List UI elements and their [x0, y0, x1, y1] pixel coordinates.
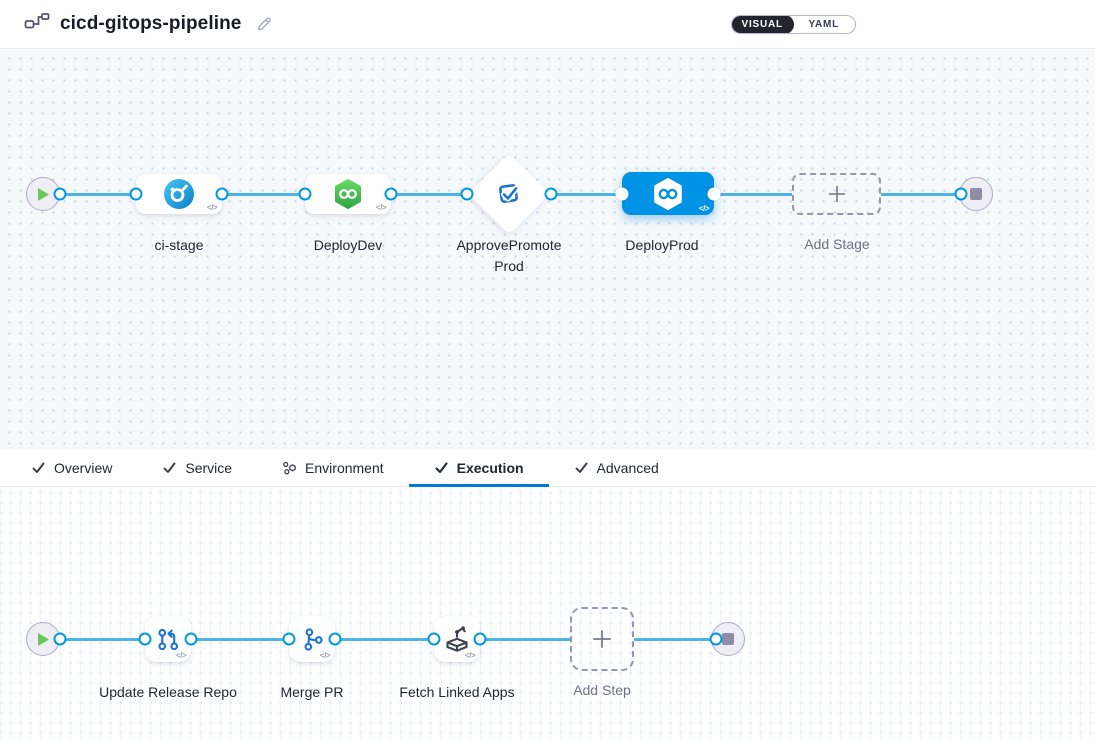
check-icon: [434, 460, 449, 475]
stage-label: DeployProd: [625, 237, 699, 253]
connector-dot: [954, 187, 968, 201]
environment-icon: [282, 460, 297, 475]
stage-graph-canvas[interactable]: </> </> </>: [0, 49, 1095, 449]
approval-check-icon: [499, 184, 519, 203]
connector-dot: [215, 187, 229, 201]
connector-line: [634, 637, 716, 641]
stop-icon: [970, 188, 982, 200]
connector-dot: [707, 187, 721, 201]
plus-icon: [593, 630, 611, 648]
connector-dot: [129, 187, 143, 201]
step-node-fetch-linked-apps[interactable]: </>: [434, 616, 480, 662]
execution-end-node: [711, 622, 745, 656]
tab-overview[interactable]: Overview: [6, 449, 137, 486]
tab-label: Environment: [305, 459, 384, 476]
connector-line: [551, 192, 622, 196]
stage-config-tabbar: Overview Service Environment Execution A…: [0, 449, 1095, 487]
connector-dot: [709, 632, 723, 646]
connector-dot: [615, 187, 629, 201]
check-icon: [162, 460, 177, 475]
connector-dot: [473, 632, 487, 646]
connector-dot: [427, 632, 441, 646]
pipeline-title: cicd-gitops-pipeline: [60, 13, 242, 34]
connector-dot: [298, 187, 312, 201]
yaml-toggle-button[interactable]: YAML: [808, 19, 840, 30]
git-update-icon: [157, 628, 178, 650]
edit-pencil-icon[interactable]: [255, 15, 273, 33]
tab-execution[interactable]: Execution: [408, 449, 549, 487]
connector-dot: [544, 187, 558, 201]
cd-hexagon-icon: [335, 179, 361, 209]
tab-environment[interactable]: Environment: [257, 449, 409, 486]
connector-dot: [384, 187, 398, 201]
code-badge: </>: [319, 651, 331, 660]
stage-node-deploydev[interactable]: </>: [305, 174, 391, 214]
code-badge: </>: [206, 203, 218, 212]
cd-hexagon-icon: [654, 177, 682, 210]
tab-label: Execution: [456, 459, 524, 476]
connector-line: [222, 192, 305, 196]
stage-node-ci-stage[interactable]: </>: [136, 174, 222, 214]
connector-dot: [53, 632, 67, 646]
stop-icon: [722, 633, 734, 645]
code-badge: </>: [464, 651, 476, 660]
pipeline-graph-icon: [24, 13, 50, 29]
stage-label: DeployDev: [313, 237, 383, 253]
step-label: Update Release Repo: [99, 684, 237, 700]
connector-dot: [282, 632, 296, 646]
step-node-update-release-repo[interactable]: </>: [145, 616, 191, 662]
connector-line: [391, 192, 467, 196]
tab-service[interactable]: Service: [137, 449, 257, 486]
stage-node-approvepromoteprod[interactable]: [467, 152, 551, 236]
add-step-label: Add Step: [573, 682, 631, 698]
ci-build-icon: [164, 179, 194, 209]
git-branch-icon: [304, 627, 323, 651]
connector-dot: [138, 632, 152, 646]
tab-advanced[interactable]: Advanced: [549, 449, 684, 486]
tab-label: Overview: [54, 459, 113, 476]
step-label: Fetch Linked Apps: [399, 684, 515, 700]
visual-yaml-toggle: VISUAL YAML: [731, 15, 856, 34]
connector-dot: [53, 187, 67, 201]
code-badge: </>: [175, 651, 187, 660]
add-stage-button[interactable]: [792, 173, 881, 215]
fetch-apps-icon: [446, 626, 468, 652]
connector-line: [60, 637, 145, 641]
plus-icon: [828, 186, 845, 202]
stage-label: ci-stage: [154, 237, 204, 253]
execution-graph-canvas[interactable]: </> </> </>: [0, 487, 1095, 741]
connector-dot: [184, 632, 198, 646]
step-label: Merge PR: [280, 684, 344, 700]
add-stage-label: Add Stage: [804, 236, 870, 252]
connector-line: [881, 192, 961, 196]
pipeline-header: cicd-gitops-pipeline VISUAL YAML: [0, 0, 1095, 49]
step-node-merge-pr[interactable]: </>: [289, 616, 335, 662]
stage-node-deployprod[interactable]: </>: [622, 172, 714, 215]
connector-line: [714, 192, 792, 196]
pipeline-end-node: [959, 177, 993, 211]
connector-line: [191, 637, 289, 641]
connector-dot: [328, 632, 342, 646]
connector-dot: [460, 187, 474, 201]
code-badge: </>: [375, 203, 387, 212]
play-icon: [37, 187, 49, 201]
add-step-button[interactable]: [570, 607, 634, 671]
visual-toggle-button[interactable]: VISUAL: [732, 16, 794, 33]
connector-line: [335, 637, 434, 641]
play-icon: [37, 632, 49, 646]
check-icon: [31, 460, 46, 475]
tab-label: Service: [185, 459, 233, 476]
tab-label: Advanced: [596, 459, 659, 476]
code-badge: </>: [698, 204, 710, 213]
connector-line: [480, 637, 570, 641]
connector-line: [60, 192, 136, 196]
stage-label: ApprovePromoteProd: [456, 237, 562, 274]
check-icon: [574, 460, 589, 475]
